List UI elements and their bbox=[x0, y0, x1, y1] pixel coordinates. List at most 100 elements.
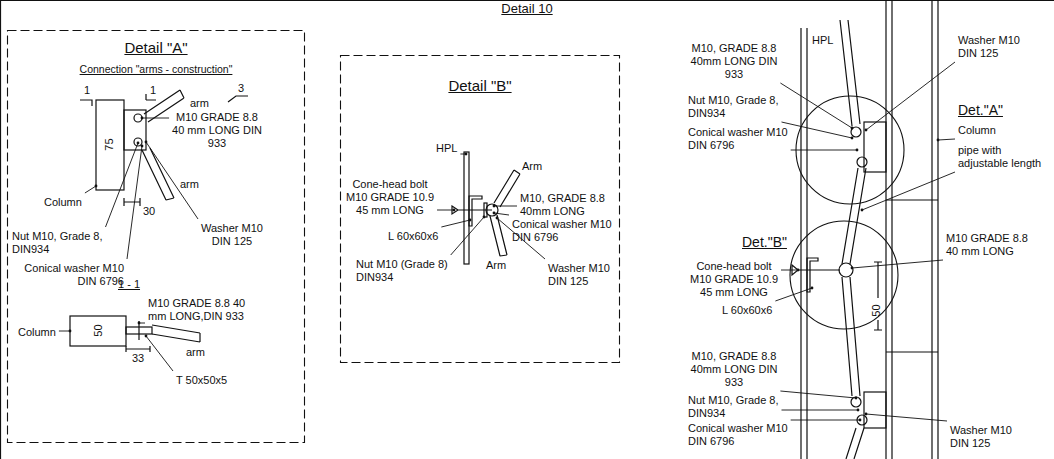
leader-line bbox=[791, 150, 857, 151]
bolt-spec: M10 GRADE 8.8 40 mm LONG DIN 933 bbox=[172, 111, 262, 149]
label-box: M10 GRADE 8.8 40 mm LONG DIN 933 bbox=[172, 111, 262, 150]
arm-profile bbox=[152, 325, 200, 342]
label-box: Nut M10, Grade 8, DIN934 bbox=[12, 230, 124, 256]
label-box: Cone-head bolt M10 GRADE 10.9 45 mm LONG bbox=[344, 178, 436, 217]
bolt-spec: Cone-head bolt M10 GRADE 10.9 45 mm LONG bbox=[346, 178, 434, 216]
leader-dot bbox=[861, 209, 864, 212]
label-box: M10, GRADE 8.8 40mm LONG DIN 933 bbox=[688, 42, 780, 81]
column-section bbox=[70, 316, 126, 346]
leader-line bbox=[85, 186, 96, 193]
leader-line bbox=[862, 172, 955, 210]
leader-line bbox=[451, 217, 484, 255]
joint-symbol bbox=[839, 263, 853, 277]
part-label: Column bbox=[958, 124, 996, 136]
label-box: Washer M10 DIN 125 bbox=[958, 34, 1030, 60]
panel-heading: Detail "A" bbox=[7, 39, 305, 57]
leader-dot bbox=[851, 137, 854, 140]
pipe-profile bbox=[846, 428, 864, 459]
part-label: pipe with adjustable length bbox=[958, 144, 1041, 169]
sheet-frame bbox=[0, 0, 1, 459]
leader-line bbox=[441, 220, 470, 227]
label-box: 1 bbox=[150, 84, 156, 97]
part-label: Column bbox=[44, 196, 82, 208]
label-box: Column bbox=[44, 196, 82, 209]
leader-line bbox=[146, 336, 173, 371]
bolt-symbol bbox=[851, 397, 861, 407]
washer-spec: Conical washer M10 DIN 6796 bbox=[688, 126, 788, 151]
title-box: Detail 10 bbox=[501, 2, 552, 15]
panel-heading: Detail "B" bbox=[340, 77, 620, 95]
label-box: Conical washer M10 DIN 6796 bbox=[12, 262, 124, 288]
detail-circle-outline bbox=[795, 95, 905, 205]
gusset-plate bbox=[864, 122, 886, 172]
leader-dot bbox=[141, 145, 144, 148]
label-box: M10, GRADE 8.8 40mm LONG bbox=[520, 192, 612, 218]
angle-profile bbox=[807, 258, 818, 292]
part-label: arm bbox=[190, 97, 209, 109]
leader-line bbox=[781, 270, 798, 271]
circle-outline bbox=[790, 221, 898, 329]
label-box: 75 bbox=[103, 138, 116, 150]
washer-spec: Washer M10 DIN 125 bbox=[958, 34, 1020, 59]
weld-symbol bbox=[228, 96, 248, 102]
column-profile bbox=[96, 100, 124, 190]
label-box: L 60x60x6 bbox=[722, 304, 772, 317]
bolt-symbol bbox=[851, 127, 861, 137]
gusset-plate bbox=[864, 392, 886, 428]
leader-dot bbox=[145, 335, 148, 338]
label-box: Nut M10, Grade 8, DIN934 bbox=[688, 394, 788, 420]
sheet-frame bbox=[0, 0, 1054, 1]
dimension: 30 bbox=[143, 205, 155, 217]
column-joint bbox=[886, 200, 938, 352]
leader-line bbox=[437, 210, 454, 211]
part-label: Column bbox=[18, 326, 56, 338]
part-label: HPL bbox=[812, 34, 833, 46]
leader-dot bbox=[137, 142, 140, 145]
profile-label: T 50x50x5 bbox=[176, 374, 227, 386]
leader-dot bbox=[493, 205, 496, 208]
dimension: 75 bbox=[103, 138, 115, 150]
leader-dot bbox=[483, 216, 486, 219]
label-box: 1 - 1 bbox=[118, 278, 140, 291]
leader-dot bbox=[469, 219, 472, 222]
leader-line bbox=[791, 420, 860, 421]
washer-spec: Conical washer M10 DIN 6796 bbox=[688, 422, 788, 447]
hpl-panel bbox=[801, 28, 807, 459]
bolt-spec: M10, GRADE 8.8 40mm LONG DIN 933 bbox=[691, 42, 778, 80]
detail-circle-outline bbox=[789, 220, 899, 330]
leader-dot bbox=[811, 287, 814, 290]
arm-profile bbox=[142, 148, 174, 200]
part-label: Arm bbox=[522, 160, 542, 172]
leader-line bbox=[494, 206, 517, 207]
nut-spec: Nut M10, Grade 8, DIN934 bbox=[688, 394, 779, 419]
label-box: Conical washer M10 DIN 6796 bbox=[512, 218, 624, 244]
leader-dot bbox=[145, 141, 148, 144]
label-box: L 60x60x6 bbox=[388, 230, 438, 243]
part-label: HPL bbox=[436, 142, 457, 154]
leader-dot bbox=[865, 129, 868, 132]
leader-dot bbox=[496, 217, 499, 220]
leader-line bbox=[866, 414, 947, 421]
drawing-title: Detail 10 bbox=[501, 1, 552, 16]
label-box: T 50x50x5 bbox=[176, 374, 227, 387]
leader-dot bbox=[453, 209, 456, 212]
washer-spec: Conical washer M10 DIN 6796 bbox=[512, 218, 612, 243]
bolt-spec: M10, GRADE 8.8 40mm LONG DIN 933 bbox=[691, 350, 778, 388]
dimension-line bbox=[126, 346, 150, 352]
leader-dot bbox=[859, 419, 862, 422]
label-box: 1 bbox=[84, 84, 90, 97]
label-box: Arm bbox=[522, 160, 542, 173]
part-label: arm bbox=[186, 346, 205, 358]
leader-line bbox=[866, 62, 955, 130]
section-mark: 1 bbox=[84, 84, 90, 96]
label-box: 33 bbox=[132, 352, 144, 365]
section-mark bbox=[80, 100, 92, 106]
leader-line bbox=[938, 139, 955, 140]
leader-dot bbox=[493, 212, 496, 215]
label-box: Column bbox=[958, 124, 996, 137]
label-box: M10, GRADE 8.8 40mm LONG DIN 933 bbox=[688, 350, 780, 389]
leader-dot bbox=[856, 149, 859, 152]
bolt-spec: M10, GRADE 8.8 40mm LONG bbox=[520, 192, 605, 217]
cone-head-bolt bbox=[792, 265, 840, 275]
hpl-panel bbox=[464, 152, 469, 264]
